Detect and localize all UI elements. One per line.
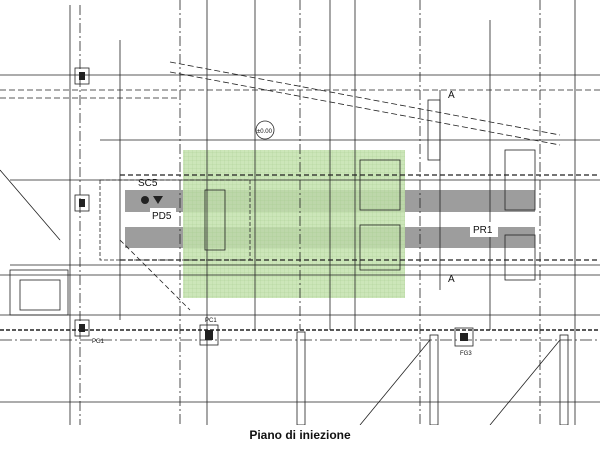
label-pr1: PR1: [473, 225, 493, 236]
label-section-a-top: A: [448, 90, 455, 101]
survey-point-icon: [141, 196, 149, 204]
construction-plan-drawing: SC5 PD5 PR1 A A ±0.00 PC1 PG1 FG3: [0, 0, 600, 425]
label-pd5: PD5: [152, 211, 172, 222]
label-elevation: ±0.00: [257, 129, 273, 135]
column-markers: [79, 72, 468, 341]
level-marker-icon: [153, 196, 163, 204]
label-pg1: PG1: [92, 339, 105, 345]
label-sc5: SC5: [138, 178, 158, 189]
structural-lines: [0, 0, 600, 425]
figure-caption: Piano di iniezione: [249, 428, 351, 442]
injection-area: [183, 150, 405, 298]
label-pc1: PC1: [205, 318, 217, 324]
label-fg3: FG3: [460, 351, 472, 357]
label-section-a-bottom: A: [448, 274, 455, 285]
